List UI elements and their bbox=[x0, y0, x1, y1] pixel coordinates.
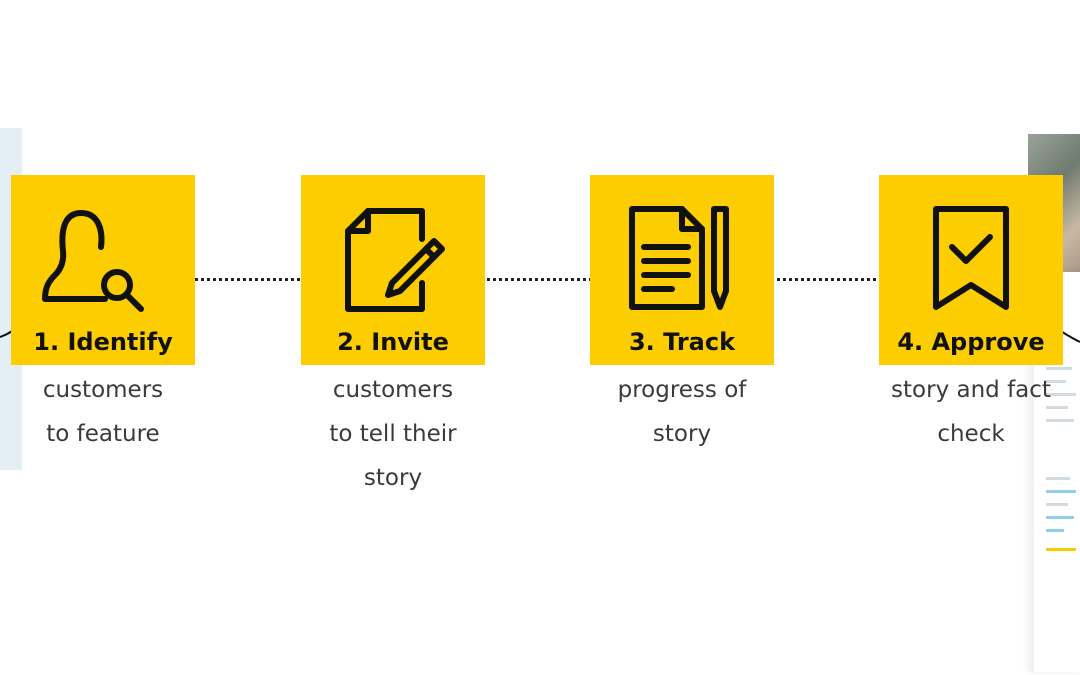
ribbon-check-icon bbox=[933, 206, 1009, 310]
document-lines-pencil-icon bbox=[629, 206, 729, 310]
step-3-box: 3. Track bbox=[590, 175, 774, 365]
document-pencil-icon bbox=[345, 208, 445, 312]
step-4-description: story and fact check bbox=[891, 377, 1051, 447]
step-1-title: 1. Identify bbox=[33, 328, 173, 356]
step-3-title: 3. Track bbox=[628, 328, 736, 356]
step-1-box: 1. Identify bbox=[11, 175, 195, 365]
step-4-box: 4. Approve bbox=[879, 175, 1063, 365]
person-search-icon bbox=[42, 210, 144, 312]
step-4-title: 4. Approve bbox=[897, 328, 1045, 356]
step-2-title: 2. Invite bbox=[337, 328, 449, 356]
step-2-box: 2. Invite bbox=[301, 175, 485, 365]
step-3-description: progress of story bbox=[617, 377, 747, 447]
connector-2-3 bbox=[456, 278, 616, 281]
step-2-description: customers to tell their story bbox=[329, 377, 457, 491]
connector-1-2 bbox=[170, 278, 330, 281]
connector-3-4 bbox=[752, 278, 912, 281]
step-1-description: customers to feature bbox=[42, 377, 164, 447]
